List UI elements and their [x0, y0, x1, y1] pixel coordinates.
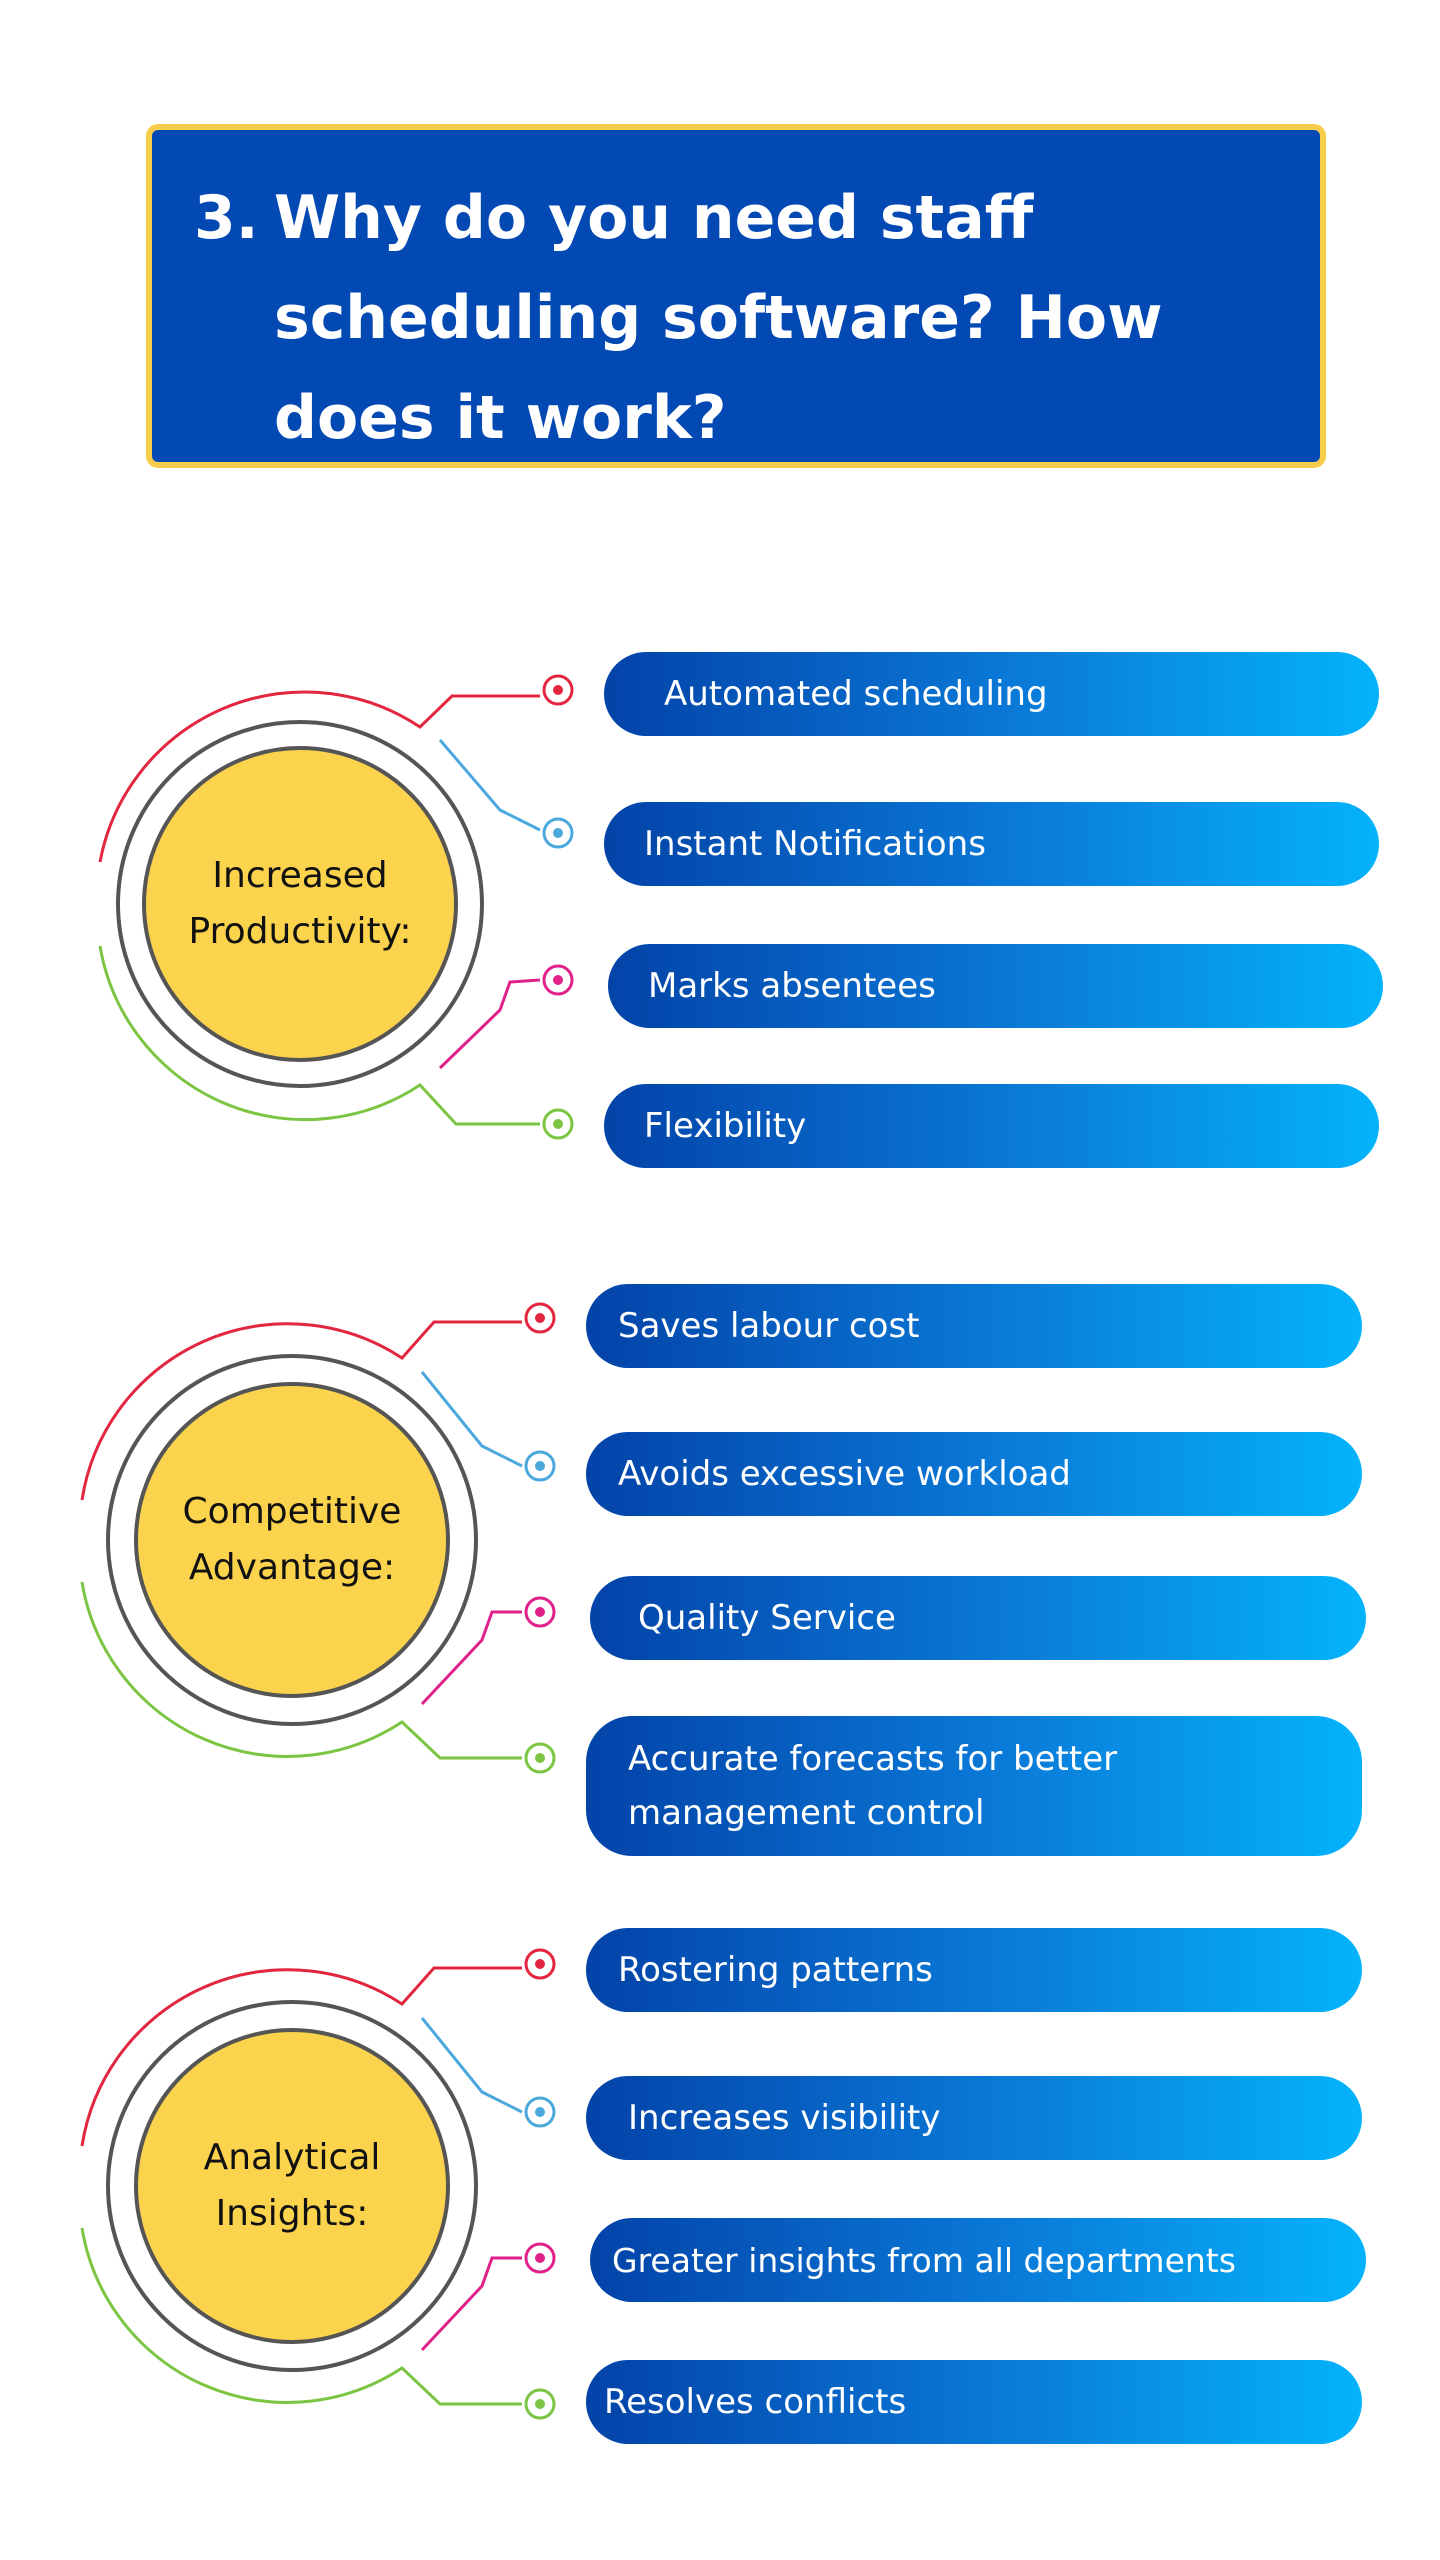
label-circle	[134, 1382, 450, 1698]
feature-pill: Increases visibility	[586, 2076, 1362, 2160]
feature-pill: Accurate forecasts for better management…	[586, 1716, 1362, 1856]
magenta-connector-line	[438, 978, 541, 1070]
green-connector-line	[80, 1581, 522, 1760]
outer-ring	[116, 720, 484, 1088]
blue-node-dot	[553, 828, 563, 838]
magenta-connector-line	[420, 2256, 522, 2352]
section-label: Competitive Advantage:	[182, 1491, 402, 1588]
title-number: 3.	[194, 183, 259, 253]
feature-pill: Quality Service	[590, 1576, 1366, 1660]
red-node-dot	[553, 685, 563, 695]
blue-connector-line	[420, 2017, 523, 2114]
feature-pill: Automated scheduling	[604, 652, 1379, 736]
red-connector-line	[98, 690, 540, 863]
page-title: Why do you need staff scheduling softwar…	[274, 183, 1163, 453]
green-connector-line	[80, 2227, 522, 2406]
feature-pill: Flexibility	[604, 1084, 1379, 1168]
green-connector-line	[98, 945, 540, 1126]
red-connector-line	[80, 1320, 522, 1501]
title-box: 3. Why do you need staff scheduling soft…	[146, 124, 1326, 468]
section-analytical-insights: Analytical Insights: Rostering patterns …	[0, 1906, 1440, 2466]
green-node-dot	[535, 2399, 545, 2409]
connector-diagram	[98, 674, 574, 1140]
magenta-node-dot	[553, 975, 563, 985]
outer-ring	[106, 2000, 478, 2372]
feature-pill: Avoids excessive workload	[586, 1432, 1362, 1516]
feature-pill: Instant Notifications	[604, 802, 1379, 886]
section-label: Analytical Insights:	[203, 2137, 381, 2234]
feature-pill: Marks absentees	[608, 944, 1383, 1028]
label-circle	[142, 746, 458, 1062]
red-node-dot	[535, 1959, 545, 1969]
feature-pill: Greater insights from all departments	[590, 2218, 1366, 2302]
red-connector-line	[80, 1966, 522, 2147]
connector-diagram	[80, 1948, 556, 2420]
magenta-node-dot	[535, 2253, 545, 2263]
red-node-dot	[535, 1313, 545, 1323]
feature-pill: Saves labour cost	[586, 1284, 1362, 1368]
magenta-connector-line	[420, 1610, 522, 1706]
section-competitive-advantage: Competitive Advantage: Saves labour cost…	[0, 1260, 1440, 1856]
section-increased-productivity: Increased Productivity: Automated schedu…	[0, 630, 1440, 1190]
green-node-dot	[535, 1753, 545, 1763]
section-label: Increased Productivity:	[188, 855, 412, 952]
blue-node-dot	[535, 2107, 545, 2117]
blue-node-dot	[535, 1461, 545, 1471]
feature-pill: Resolves conflicts	[586, 2360, 1362, 2444]
blue-connector-line	[438, 739, 541, 832]
feature-pill: Rostering patterns	[586, 1928, 1362, 2012]
label-circle	[134, 2028, 450, 2344]
magenta-node-dot	[535, 1607, 545, 1617]
outer-ring	[106, 1354, 478, 1726]
blue-connector-line	[420, 1371, 523, 1468]
connector-diagram	[80, 1302, 556, 1774]
green-node-dot	[553, 1119, 563, 1129]
